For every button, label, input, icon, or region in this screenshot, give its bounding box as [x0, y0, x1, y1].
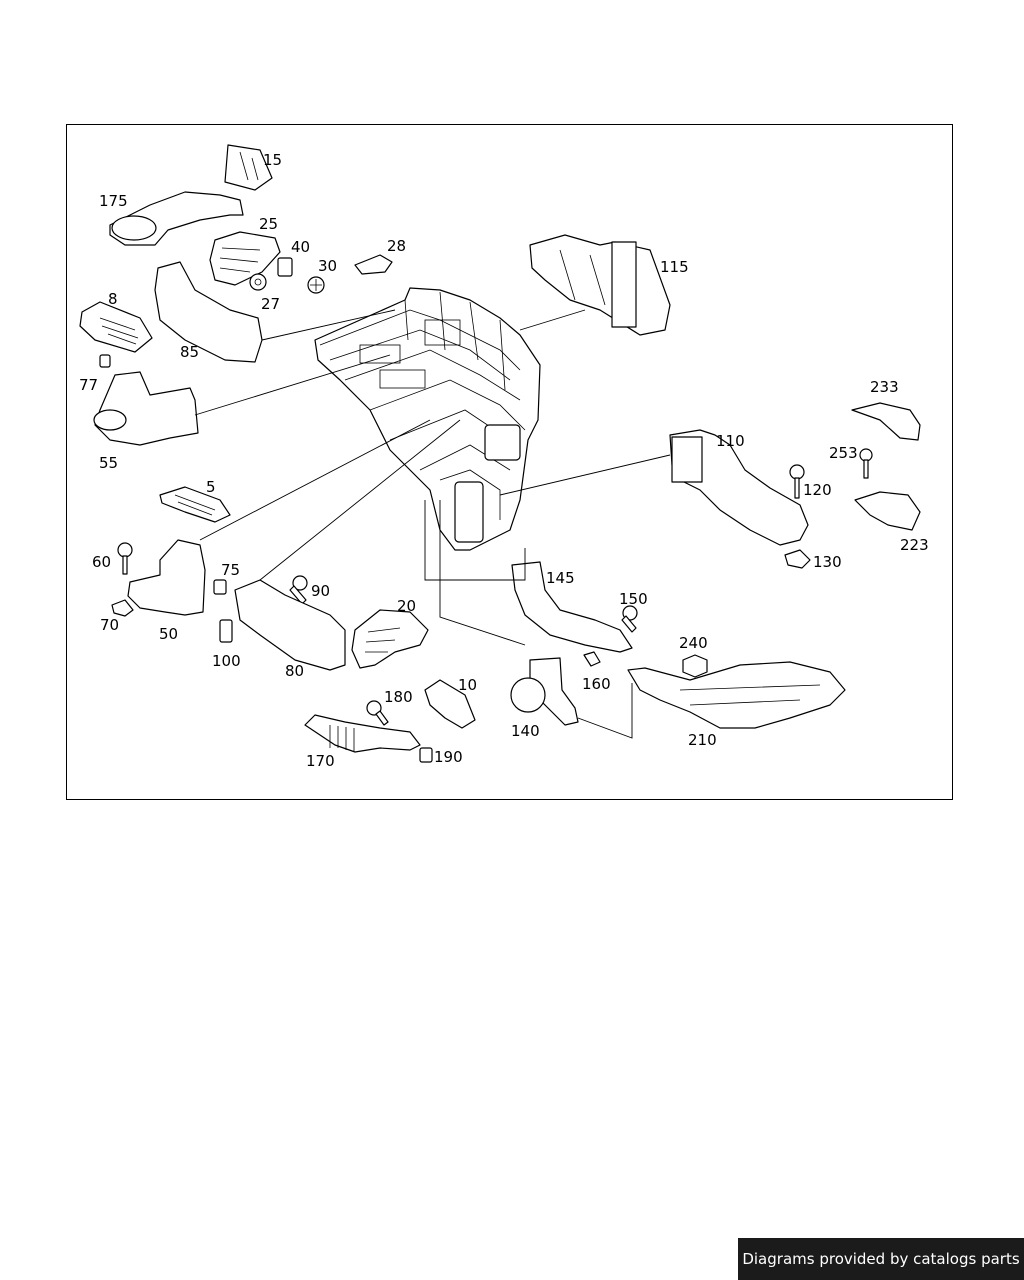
part-190-shape — [419, 747, 433, 763]
label-60: 60 — [92, 553, 111, 571]
label-8: 8 — [108, 290, 118, 308]
label-115: 115 — [660, 258, 689, 276]
part-240-shape — [682, 654, 708, 678]
part-130-shape — [784, 549, 811, 569]
part-27-shape — [249, 273, 267, 291]
part-180-shape — [366, 700, 389, 726]
part-50-shape — [127, 539, 206, 616]
part-75-shape — [213, 579, 227, 595]
part-55-shape — [94, 371, 199, 446]
part-140-shape — [510, 657, 579, 726]
label-170: 170 — [306, 752, 335, 770]
part-160-shape — [583, 651, 601, 667]
part-85-shape — [154, 261, 263, 363]
label-175: 175 — [99, 192, 128, 210]
label-180: 180 — [384, 688, 413, 706]
label-40: 40 — [291, 238, 310, 256]
label-55: 55 — [99, 454, 118, 472]
label-160: 160 — [582, 675, 611, 693]
part-28-shape — [354, 254, 393, 275]
hvac-housing — [314, 287, 541, 551]
label-150: 150 — [619, 590, 648, 608]
label-30: 30 — [318, 257, 337, 275]
part-170-shape — [304, 714, 421, 753]
part-8-shape — [79, 301, 153, 353]
label-190: 190 — [434, 748, 463, 766]
part-223-shape — [854, 491, 921, 531]
part-120-shape — [789, 464, 805, 499]
part-110-shape — [669, 429, 809, 546]
label-20: 20 — [397, 597, 416, 615]
part-253-shape — [859, 448, 873, 479]
label-145: 145 — [546, 569, 575, 587]
footer-badge: Diagrams provided by catalogs parts — [738, 1238, 1024, 1280]
part-100-shape — [219, 619, 233, 643]
label-90: 90 — [311, 582, 330, 600]
label-50: 50 — [159, 625, 178, 643]
leader-lines — [194, 309, 671, 739]
label-120: 120 — [803, 481, 832, 499]
part-40-shape — [277, 257, 293, 277]
part-145-shape — [511, 561, 633, 653]
part-20-shape — [351, 609, 429, 669]
label-70: 70 — [100, 616, 119, 634]
part-60-shape — [117, 542, 133, 575]
label-10: 10 — [458, 676, 477, 694]
part-15-shape — [224, 144, 273, 191]
label-223: 223 — [900, 536, 929, 554]
part-150-shape — [621, 605, 638, 633]
label-85: 85 — [180, 343, 199, 361]
part-210-shape — [627, 661, 846, 729]
label-77: 77 — [79, 376, 98, 394]
part-10-shape — [424, 679, 476, 729]
label-240: 240 — [679, 634, 708, 652]
label-27: 27 — [261, 295, 280, 313]
label-140: 140 — [511, 722, 540, 740]
label-253: 253 — [829, 444, 858, 462]
label-5: 5 — [206, 478, 216, 496]
label-130: 130 — [813, 553, 842, 571]
label-110: 110 — [716, 432, 745, 450]
part-25-shape — [209, 231, 281, 286]
part-90-shape — [289, 575, 308, 605]
label-233: 233 — [870, 378, 899, 396]
label-25: 25 — [259, 215, 278, 233]
part-70-shape — [111, 599, 134, 617]
part-5-shape — [159, 486, 231, 523]
label-28: 28 — [387, 237, 406, 255]
part-77-shape — [99, 354, 111, 368]
part-233-shape — [851, 402, 921, 441]
label-15: 15 — [263, 151, 282, 169]
diagram-frame — [66, 124, 953, 800]
label-75: 75 — [221, 561, 240, 579]
label-100: 100 — [212, 652, 241, 670]
label-80: 80 — [285, 662, 304, 680]
label-210: 210 — [688, 731, 717, 749]
part-80-shape — [234, 579, 346, 671]
